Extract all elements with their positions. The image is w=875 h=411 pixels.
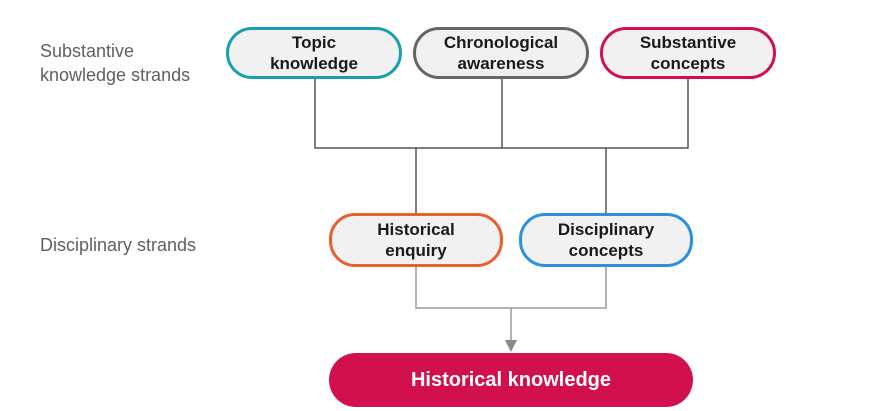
disciplinary-concepts-node: Disciplinary concepts: [519, 213, 693, 267]
chronological-awareness-node: Chronological awareness: [413, 27, 589, 79]
substantive-connectors: [314, 79, 689, 213]
connector-enquiry-concepts: [415, 267, 607, 309]
disciplinary-connectors: [415, 267, 607, 343]
arrowhead: [505, 340, 517, 352]
substantive-concepts-node: Substantive concepts: [600, 27, 776, 79]
disciplinary-strands-label: Disciplinary strands: [40, 235, 197, 255]
substantive-strands-label: Substantive knowledge strands: [40, 41, 191, 85]
historical-knowledge-node: Historical knowledge: [329, 353, 693, 407]
historical-enquiry-node: Historical enquiry: [329, 213, 503, 267]
topic-knowledge-node: Topic knowledge: [226, 27, 402, 79]
